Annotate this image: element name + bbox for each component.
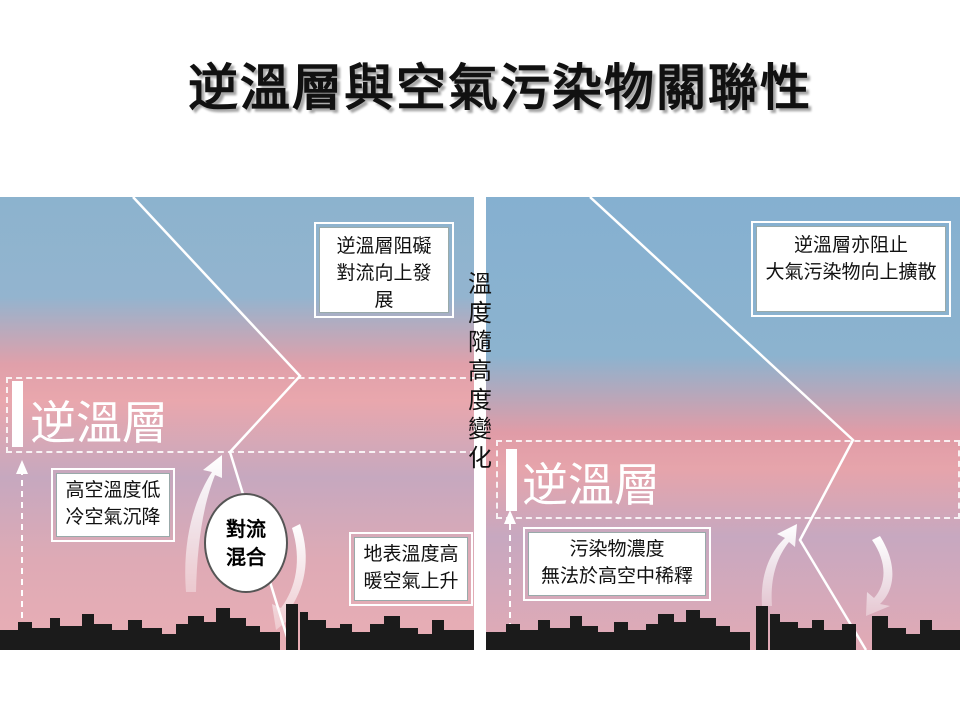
- note-pollutants-not-diluted: 污染物濃度 無法於高空中稀釋: [523, 527, 711, 601]
- note-line: 暖空氣上升: [363, 570, 459, 592]
- note-inversion-blocks-pollutants: 逆溫層亦阻止 大氣污染物向上擴散: [751, 221, 951, 317]
- note-line: 地表溫度高: [363, 543, 459, 565]
- mix-label-line: 混合: [226, 545, 266, 569]
- note-inversion-blocks-convection: 逆溫層阻礙 對流向上發展: [314, 222, 454, 318]
- vertical-label-temperature-altitude: 溫 度 隨 高 度 變 化: [463, 270, 497, 473]
- inversion-layer-label: 逆溫層: [30, 396, 168, 450]
- note-line: 高空溫度低: [65, 479, 161, 501]
- inversion-layer-marker: [506, 449, 517, 511]
- note-line: 無法於高空中稀釋: [540, 565, 693, 587]
- inversion-layer-marker: [12, 381, 23, 447]
- note-line: 逆溫層阻礙: [336, 235, 432, 257]
- dashed-up-arrow-left-head: [16, 460, 28, 474]
- note-line: 污染物濃度: [569, 538, 665, 560]
- note-warm-air-rises: 地表溫度高 暖空氣上升: [349, 532, 473, 606]
- vertical-char: 度: [468, 386, 492, 414]
- note-line: 冷空氣沉降: [65, 506, 161, 528]
- temperature-profile-line-left: [132, 196, 302, 651]
- inversion-layer-box: [496, 440, 960, 519]
- vertical-char: 溫: [468, 270, 492, 298]
- inversion-layer-label: 逆溫層: [522, 458, 660, 512]
- sinking-air-arrow-left: [272, 524, 306, 630]
- vertical-char: 度: [468, 299, 492, 327]
- note-line: 對流向上發展: [336, 262, 432, 311]
- vertical-char: 化: [468, 444, 492, 472]
- city-skyline-right: [486, 606, 960, 650]
- city-skyline-left: [0, 604, 474, 650]
- page-title: 逆溫層與空氣污染物關聯性: [188, 59, 812, 117]
- vertical-char: 高: [468, 357, 492, 385]
- vertical-char: 變: [468, 415, 492, 443]
- mix-label-line: 對流: [226, 517, 266, 541]
- vertical-char: 隨: [468, 328, 492, 356]
- note-line: 大氣污染物向上擴散: [765, 261, 937, 283]
- temperature-profile-line-right: [589, 196, 868, 651]
- dashed-up-arrow-right-head: [504, 510, 516, 524]
- blocked-pollutant-arrow-right: [866, 536, 893, 616]
- rising-air-arrow-left: [185, 455, 222, 592]
- note-cold-air-sinks: 高空溫度低 冷空氣沉降: [51, 468, 175, 542]
- note-line: 逆溫層亦阻止: [793, 234, 908, 256]
- inversion-layer-box: [6, 377, 474, 453]
- rising-pollutant-arrow-right: [761, 524, 797, 606]
- convection-mixing-label: 對流 混合: [204, 493, 288, 593]
